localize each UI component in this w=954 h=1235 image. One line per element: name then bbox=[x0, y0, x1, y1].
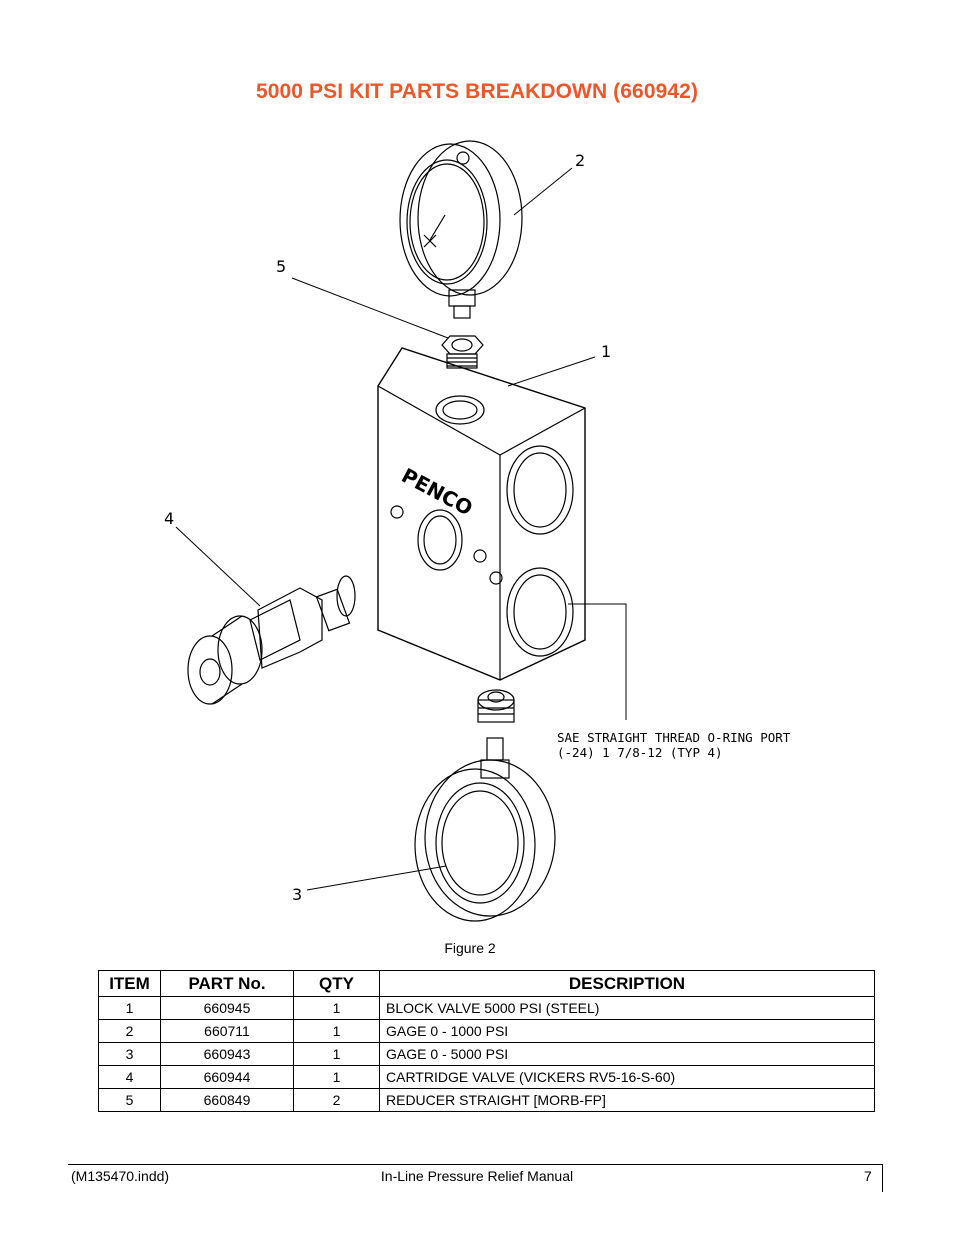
footer-rule bbox=[68, 1164, 883, 1165]
port-note-line-1: SAE STRAIGHT THREAD O-RING PORT bbox=[557, 730, 791, 745]
cell-description: REDUCER STRAIGHT [MORB-FP] bbox=[379, 1088, 875, 1112]
cell-part-no: 660944 bbox=[160, 1065, 294, 1089]
header-item: ITEM bbox=[98, 970, 161, 997]
parts-drawing: PENCO 2 5 bbox=[164, 140, 791, 922]
cell-item: 5 bbox=[98, 1088, 161, 1112]
gauge-top bbox=[399, 140, 523, 319]
callout-4: 4 bbox=[164, 509, 174, 528]
cell-item: 2 bbox=[98, 1019, 161, 1043]
cell-qty: 1 bbox=[293, 1019, 380, 1043]
callout-2: 2 bbox=[575, 151, 585, 170]
block-logo: PENCO bbox=[398, 463, 477, 520]
cell-item: 4 bbox=[98, 1065, 161, 1089]
cartridge-valve bbox=[187, 575, 356, 705]
header-description: DESCRIPTION bbox=[379, 970, 875, 997]
page-title: 5000 PSI KIT PARTS BREAKDOWN (660942) bbox=[255, 80, 699, 103]
cell-part-no: 660849 bbox=[160, 1088, 294, 1112]
footer-tick bbox=[882, 1164, 883, 1192]
block-valve: PENCO bbox=[377, 347, 586, 681]
reducer-top bbox=[441, 335, 484, 369]
table-row: 3 660943 1 GAGE 0 - 5000 PSI bbox=[98, 1042, 875, 1066]
table-row: 1 660945 1 BLOCK VALVE 5000 PSI (STEEL) bbox=[98, 996, 875, 1020]
figure-caption: Figure 2 bbox=[444, 940, 496, 956]
leader-lines bbox=[175, 167, 627, 891]
table-row: 2 660711 1 GAGE 0 - 1000 PSI bbox=[98, 1019, 875, 1043]
port-note-line-2: (-24) 1 7/8-12 (TYP 4) bbox=[557, 745, 723, 760]
cell-item: 3 bbox=[98, 1042, 161, 1066]
parts-table: ITEM PART No. QTY DESCRIPTION 1 660945 1… bbox=[98, 970, 875, 1112]
cell-qty: 1 bbox=[293, 1042, 380, 1066]
footer-manual-title: In-Line Pressure Relief Manual bbox=[380, 1168, 574, 1184]
gauge-bottom bbox=[414, 737, 556, 922]
callout-3: 3 bbox=[292, 885, 302, 904]
cell-description: BLOCK VALVE 5000 PSI (STEEL) bbox=[379, 996, 875, 1020]
table-row: 5 660849 2 REDUCER STRAIGHT [MORB-FP] bbox=[98, 1088, 875, 1112]
table-row: 4 660944 1 CARTRIDGE VALVE (VICKERS RV5-… bbox=[98, 1065, 875, 1089]
cell-description: CARTRIDGE VALVE (VICKERS RV5-16-S-60) bbox=[379, 1065, 875, 1089]
cell-description: GAGE 0 - 5000 PSI bbox=[379, 1042, 875, 1066]
header-part-no: PART No. bbox=[160, 970, 294, 997]
cell-description: GAGE 0 - 1000 PSI bbox=[379, 1019, 875, 1043]
cell-part-no: 660943 bbox=[160, 1042, 294, 1066]
cell-qty: 1 bbox=[293, 1065, 380, 1089]
cell-part-no: 660711 bbox=[160, 1019, 294, 1043]
table-header-row: ITEM PART No. QTY DESCRIPTION bbox=[98, 970, 875, 997]
reducer-bottom bbox=[477, 689, 515, 723]
callout-1: 1 bbox=[601, 342, 611, 361]
cell-qty: 1 bbox=[293, 996, 380, 1020]
cell-item: 1 bbox=[98, 996, 161, 1020]
cell-qty: 2 bbox=[293, 1088, 380, 1112]
callout-5: 5 bbox=[276, 257, 286, 276]
footer-filename: (M135470.indd) bbox=[71, 1168, 170, 1184]
cell-part-no: 660945 bbox=[160, 996, 294, 1020]
page-number: 7 bbox=[864, 1168, 872, 1184]
header-qty: QTY bbox=[293, 970, 380, 997]
